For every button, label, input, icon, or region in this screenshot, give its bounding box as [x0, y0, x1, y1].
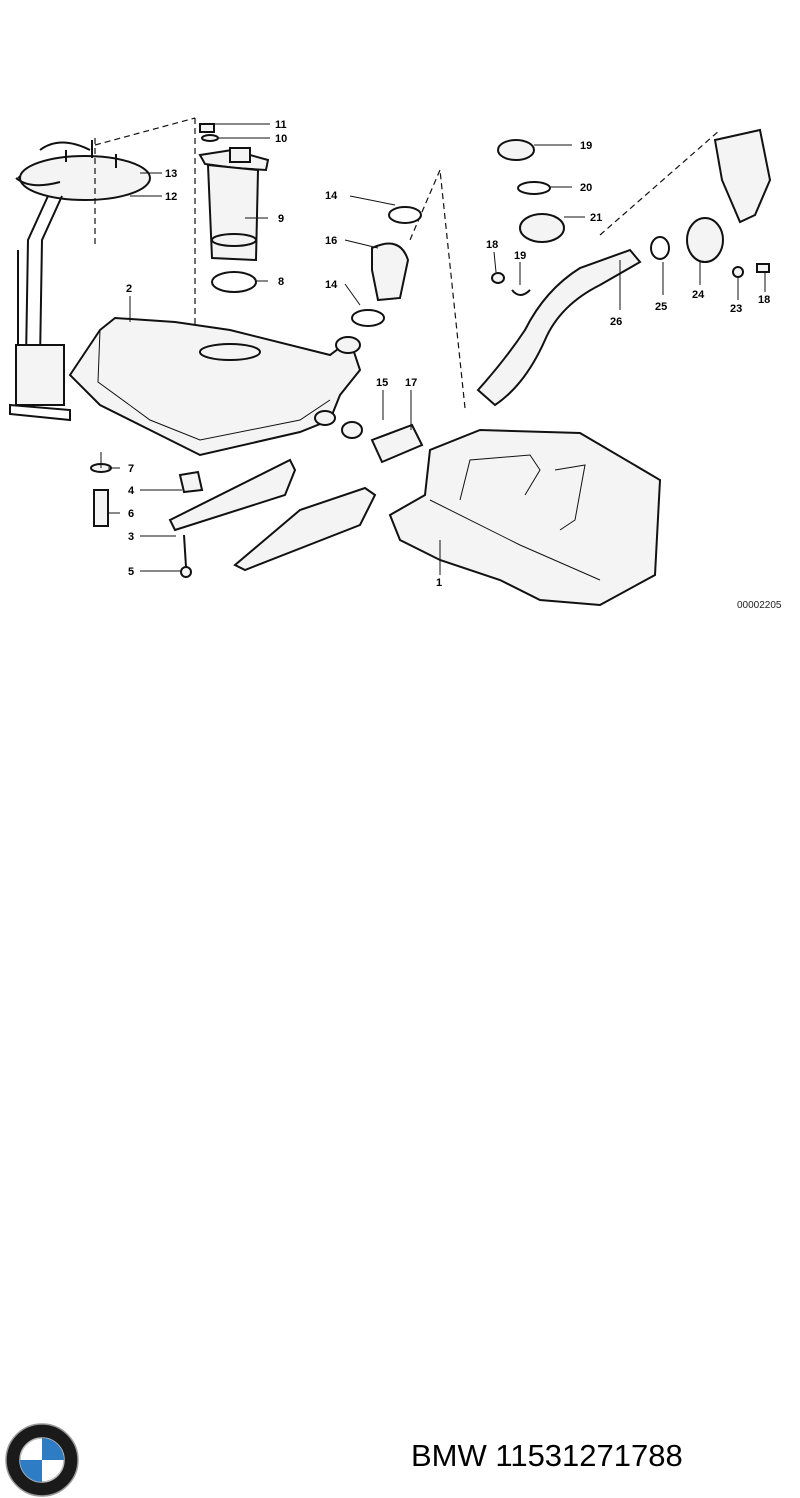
callouts: 11 10 13 12 9 8 2 14 16 14 15 17 7 4 6 3…	[126, 119, 782, 611]
callout-24: 24	[692, 289, 705, 301]
callout-9: 9	[278, 213, 284, 225]
callout-4: 4	[128, 485, 135, 497]
callout-1: 1	[436, 577, 442, 589]
callout-18-right: 18	[758, 294, 770, 306]
callout-11: 11	[275, 119, 287, 131]
callout-8: 8	[278, 276, 284, 288]
callout-3: 3	[128, 531, 134, 543]
callout-7: 7	[128, 463, 134, 475]
pump-group-frame	[94, 117, 196, 325]
callout-14-lower: 14	[325, 279, 338, 291]
callout-20: 19	[580, 140, 592, 152]
fuel-tank	[68, 316, 362, 457]
callout-17: 17	[405, 377, 417, 389]
part-caption: BMW 11531271788	[411, 1438, 683, 1474]
leader-lines	[100, 123, 766, 575]
filler-neck	[409, 128, 772, 409]
callout-26: 26	[610, 316, 622, 328]
callout-5: 5	[128, 566, 134, 578]
callout-19: 19	[514, 250, 526, 262]
callout-15: 15	[376, 377, 388, 389]
callout-2: 2	[126, 283, 132, 295]
brand-name: BMW	[411, 1438, 487, 1473]
callout-22: 21	[590, 212, 602, 224]
footer: BMW 11531271788	[0, 700, 800, 1497]
parts-diagram: 11 10 13 12 9 8 2 14 16 14 15 17 7 4 6 3…	[9, 117, 782, 611]
callout-16: 16	[325, 235, 337, 247]
fuel-pump	[198, 123, 270, 293]
fuel-sender-assembly	[9, 138, 151, 422]
tank-bracket	[90, 458, 377, 578]
callout-10: 10	[275, 133, 287, 145]
part-number: 11531271788	[495, 1438, 683, 1473]
heat-shield	[388, 428, 662, 607]
callout-23: 23	[730, 303, 742, 315]
filler-hose	[341, 206, 424, 464]
callout-6: 6	[128, 508, 134, 520]
callout-12: 12	[165, 191, 177, 203]
bmw-logo	[5, 1423, 79, 1497]
diagram-reference-code: 00002205	[737, 600, 782, 611]
callout-13: 13	[165, 168, 177, 180]
callout-21: 20	[580, 182, 592, 194]
callout-25: 25	[655, 301, 667, 313]
callout-14-upper: 14	[325, 190, 338, 202]
callout-18-left: 18	[486, 239, 498, 251]
